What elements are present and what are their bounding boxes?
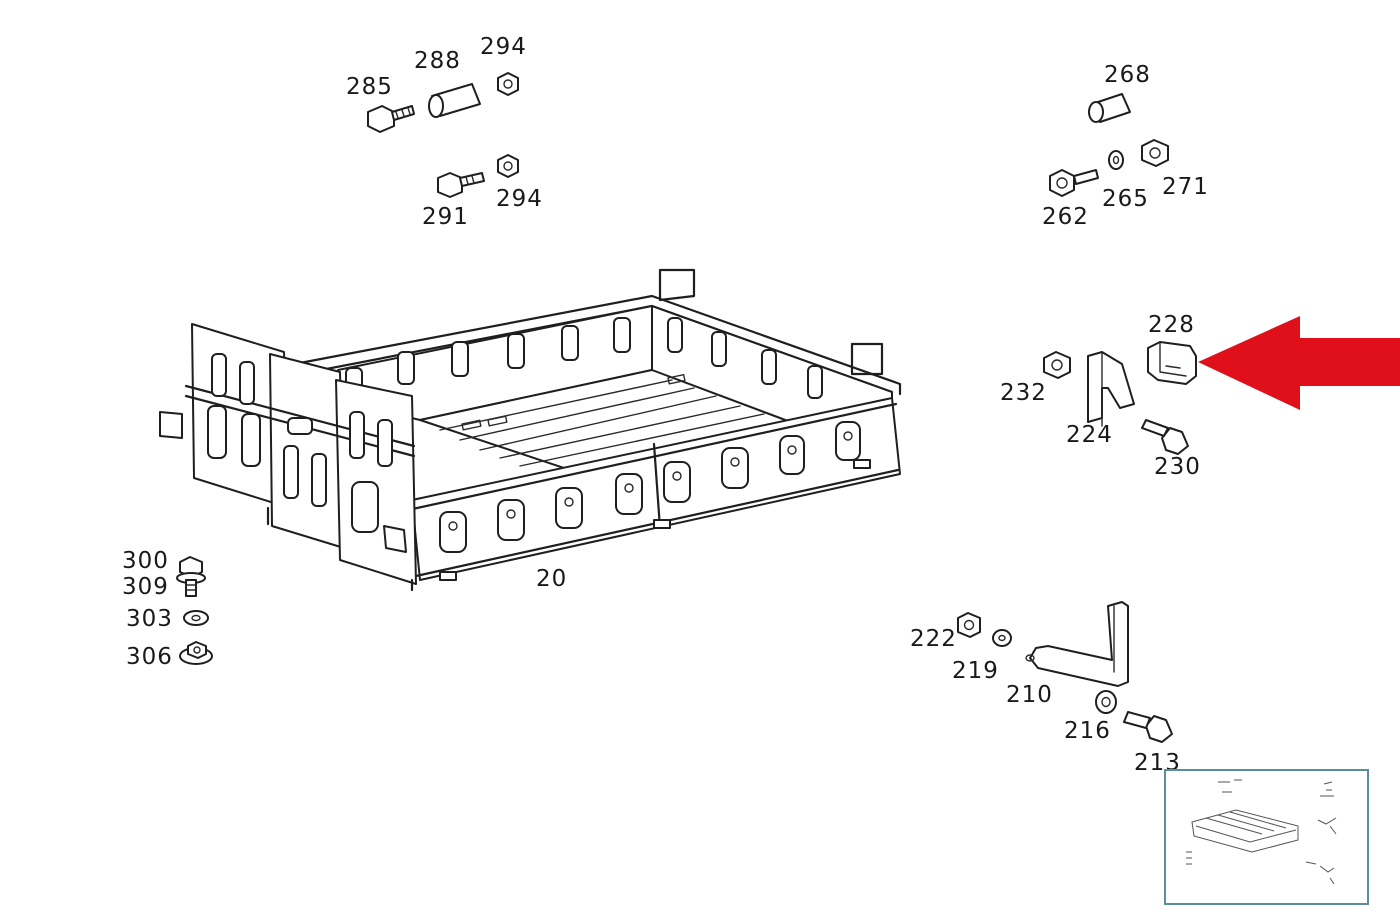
label-309: 309 [122,574,169,600]
nut-294-lower[interactable] [497,154,519,178]
label-232: 232 [1000,380,1047,406]
label-265: 265 [1102,186,1149,212]
label-210: 210 [1006,682,1053,708]
bolt-230[interactable] [1141,419,1189,455]
label-20: 20 [536,566,567,592]
cargo-bed-20[interactable] [159,268,902,592]
label-228: 228 [1148,312,1195,338]
label-294-upper: 294 [480,34,527,60]
label-230: 230 [1154,454,1201,480]
label-224: 224 [1066,422,1113,448]
label-288: 288 [414,48,461,74]
nut-271[interactable] [1141,139,1169,167]
nut-232[interactable] [1043,351,1071,379]
stay-bracket-210[interactable] [1025,601,1129,687]
label-262: 262 [1042,204,1089,230]
label-291: 291 [422,204,469,230]
washer-219[interactable] [992,629,1012,647]
overview-thumbnail[interactable] [1164,769,1369,905]
label-300: 300 [122,548,169,574]
nut-306[interactable] [179,641,213,665]
label-219: 219 [952,658,999,684]
label-268: 268 [1104,62,1151,88]
label-216: 216 [1064,718,1111,744]
label-222: 222 [910,626,957,652]
label-303: 303 [126,606,173,632]
bolt-262[interactable] [1049,169,1099,197]
red-arrow-left-icon [1198,316,1400,410]
spacer-216[interactable] [1095,690,1117,714]
nut-294-upper[interactable] [497,72,519,96]
label-285: 285 [346,74,393,100]
bolt-213[interactable] [1123,711,1173,743]
bolt-285[interactable] [367,105,415,133]
washer-265[interactable] [1108,150,1124,170]
nut-222[interactable] [957,612,981,638]
washer-303[interactable] [183,610,209,626]
overview-thumbnail-parts [1186,779,1337,885]
spacer-268[interactable] [1088,93,1131,123]
label-306: 306 [126,644,173,670]
hinge-bracket-224[interactable] [1087,351,1135,427]
overview-thumbnail-bed [1191,809,1299,853]
bolt-291[interactable] [437,172,485,198]
hinge-cap-228[interactable] [1147,341,1197,385]
label-271: 271 [1162,174,1209,200]
spacer-288[interactable] [428,83,481,118]
label-294-lower: 294 [496,186,543,212]
bolt-300-309[interactable] [176,556,206,597]
